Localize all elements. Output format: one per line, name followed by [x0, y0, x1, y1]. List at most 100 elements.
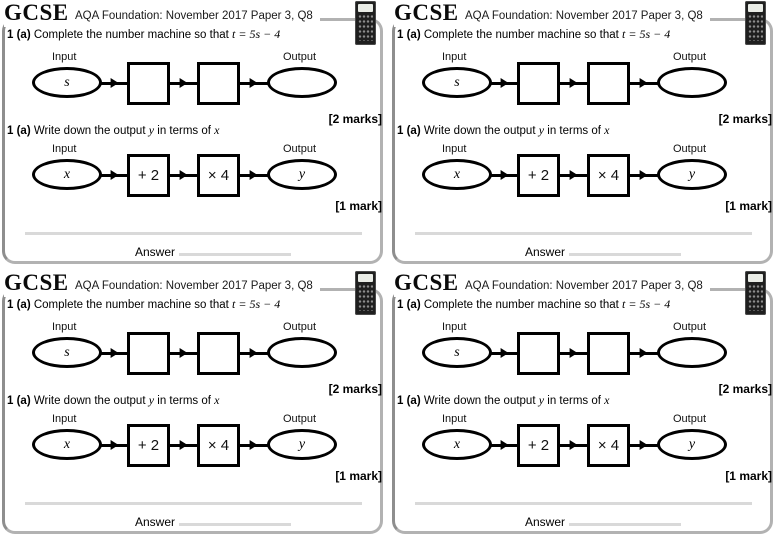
question-1a-write-output: 1 (a) Write down the output y in terms o… [397, 123, 609, 138]
answer-line [179, 253, 291, 256]
output-label: Output [283, 321, 317, 333]
gcse-logo: GCSE [4, 1, 75, 27]
input-label: Input [52, 413, 77, 425]
arrow-connector [629, 348, 658, 358]
input-label: Input [442, 413, 467, 425]
number-machine-1: Input Output s [0, 321, 390, 383]
arrow-connector [101, 348, 128, 358]
arrow-head-icon [110, 170, 119, 180]
arrow-connector [239, 78, 268, 88]
arrow-connector [629, 78, 658, 88]
arrow-head-icon [500, 170, 509, 180]
input-ellipse: s [32, 337, 102, 368]
arrow-connector [169, 440, 198, 450]
machine-box-blank-1 [517, 332, 560, 375]
divider-rule [415, 232, 752, 235]
calculator-keypad [748, 14, 763, 41]
number-machine-2: Input Output x + 2 × 4 y [390, 413, 780, 475]
marks-question-1: [2 marks] [328, 112, 382, 126]
output-ellipse: y [657, 159, 727, 190]
arrow-connector [101, 78, 128, 88]
arrow-head-icon [569, 78, 578, 88]
variable-x: x [214, 123, 220, 137]
question-number: 1 (a) [7, 29, 31, 41]
question-number: 1 (a) [397, 299, 421, 311]
number-machine-2: Input Output x + 2 × 4 y [390, 143, 780, 205]
input-label: Input [52, 51, 77, 63]
arrow-connector [101, 170, 128, 180]
output-label: Output [673, 51, 707, 63]
question-number: 1 (a) [7, 395, 31, 407]
arrow-connector [559, 348, 588, 358]
arrow-head-icon [249, 440, 258, 450]
question-text: in terms of [547, 125, 601, 137]
output-ellipse [267, 337, 337, 368]
slide-title: AQA Foundation: November 2017 Paper 3, Q… [68, 9, 320, 24]
input-ellipse: x [422, 159, 492, 190]
slide-title: AQA Foundation: November 2017 Paper 3, Q… [68, 279, 320, 294]
divider-rule [415, 502, 752, 505]
calculator-icon [355, 271, 376, 315]
machine-box-blank-2 [587, 62, 630, 105]
output-label: Output [283, 413, 317, 425]
output-value: y [298, 436, 306, 452]
arrow-head-icon [500, 440, 509, 450]
divider-rule [25, 502, 362, 505]
input-label: Input [52, 321, 77, 333]
arrow-connector [629, 170, 658, 180]
question-1a-complete-machine: 1 (a) Complete the number machine so tha… [397, 297, 670, 312]
machine-box-times-4: × 4 [197, 154, 240, 197]
question-1a-write-output: 1 (a) Write down the output y in terms o… [7, 123, 219, 138]
machine-box-blank-2 [587, 332, 630, 375]
arrow-head-icon [249, 170, 258, 180]
number-machine-2: Input Output x + 2 × 4 y [0, 413, 390, 475]
output-ellipse: y [267, 429, 337, 460]
output-value: y [688, 166, 696, 182]
input-ellipse: s [422, 337, 492, 368]
arrow-connector [629, 440, 658, 450]
arrow-head-icon [639, 440, 648, 450]
question-text: Complete the number machine so that [423, 299, 619, 311]
arrow-connector [491, 78, 518, 88]
machine-box-times-4: × 4 [587, 154, 630, 197]
question-text: Complete the number machine so that [423, 29, 619, 41]
question-1a-complete-machine: 1 (a) Complete the number machine so tha… [7, 27, 280, 42]
variable-x: x [604, 123, 610, 137]
arrow-connector [559, 440, 588, 450]
arrow-connector [169, 170, 198, 180]
gcse-logo: GCSE [394, 1, 465, 27]
input-value: x [63, 436, 71, 452]
output-label: Output [283, 51, 317, 63]
input-ellipse: s [32, 67, 102, 98]
calculator-screen [748, 274, 763, 282]
answer-label: Answer [135, 245, 176, 259]
calculator-icon [745, 271, 766, 315]
question-text: Write down the output [33, 395, 146, 407]
arrow-head-icon [110, 440, 119, 450]
output-ellipse [267, 67, 337, 98]
variable-x: x [214, 393, 220, 407]
machine-box-blank-2 [197, 332, 240, 375]
calculator-icon [745, 1, 766, 45]
arrow-head-icon [110, 348, 119, 358]
question-1a-complete-machine: 1 (a) Complete the number machine so tha… [397, 27, 670, 42]
question-number: 1 (a) [397, 395, 421, 407]
input-value: s [64, 74, 70, 90]
input-value: s [64, 344, 70, 360]
arrow-head-icon [500, 348, 509, 358]
question-formula: t = 5s − 4 [232, 297, 281, 311]
question-1a-write-output: 1 (a) Write down the output y in terms o… [397, 393, 609, 408]
question-formula: t = 5s − 4 [622, 297, 671, 311]
calculator-screen [748, 4, 763, 12]
number-machine-1: Input Output s [390, 321, 780, 383]
marks-question-2: [1 mark] [725, 469, 772, 483]
input-value: s [454, 74, 460, 90]
arrow-head-icon [179, 78, 188, 88]
arrow-head-icon [639, 348, 648, 358]
question-1a-write-output: 1 (a) Write down the output y in terms o… [7, 393, 219, 408]
arrow-connector [101, 440, 128, 450]
output-value: y [688, 436, 696, 452]
arrow-head-icon [179, 170, 188, 180]
input-label: Input [442, 51, 467, 63]
question-text: in terms of [547, 395, 601, 407]
